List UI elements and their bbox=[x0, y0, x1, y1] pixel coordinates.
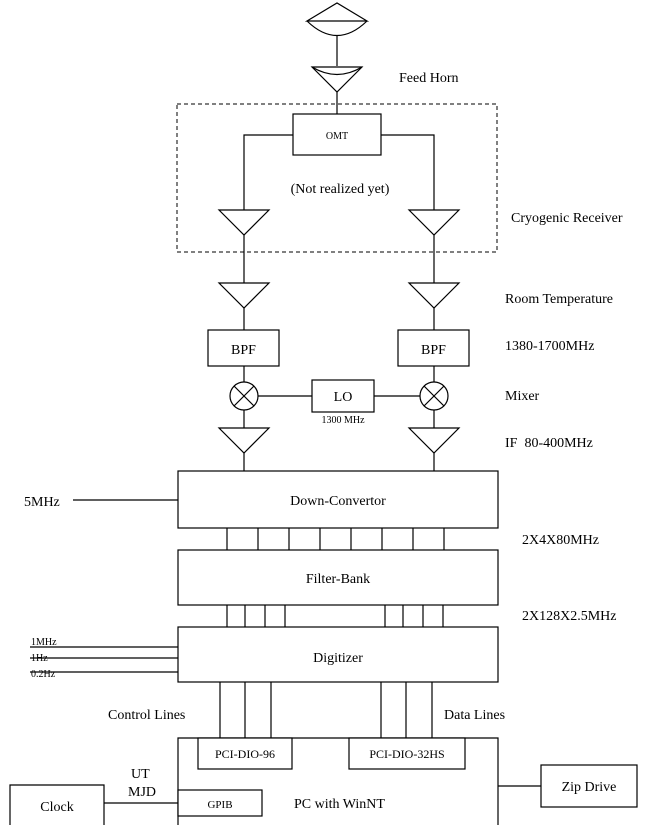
ut-label: UT bbox=[131, 767, 150, 782]
pci-dio-96-label: PCI-DIO-96 bbox=[215, 747, 275, 761]
gpib-label: GPIB bbox=[207, 799, 232, 811]
mixer-left-icon bbox=[229, 381, 259, 411]
pci-dio-32hs-box bbox=[348, 737, 466, 770]
gpib-box bbox=[177, 789, 263, 817]
bpf-band-label: 1380-1700MHz bbox=[505, 339, 594, 354]
bpf-right-box bbox=[397, 329, 470, 367]
cryo-amp-left-icon bbox=[217, 209, 271, 236]
feed-horn-label: Feed Horn bbox=[399, 71, 459, 86]
cryo-amp-right-icon bbox=[407, 209, 461, 236]
down-convertor-box bbox=[177, 470, 499, 529]
if-band-label: IF 80-400MHz bbox=[505, 436, 593, 451]
lo-box bbox=[311, 379, 375, 413]
feed-horn-icon bbox=[310, 66, 364, 114]
if-amp-left-icon bbox=[217, 427, 271, 454]
bpf-left-label: BPF bbox=[231, 343, 256, 358]
down-convertor-label: Down-Convertor bbox=[290, 494, 386, 509]
filter-bank-output-label: 2X128X2.5MHz bbox=[522, 609, 617, 624]
room-temperature-label: Room Temperature bbox=[505, 292, 613, 307]
control-lines-bus bbox=[219, 682, 272, 738]
zip-drive-box bbox=[540, 764, 638, 808]
down-convertor-output-label: 2X4X80MHz bbox=[522, 533, 599, 548]
control-lines-label: Control Lines bbox=[108, 708, 185, 723]
mixer-label: Mixer bbox=[505, 389, 540, 404]
digitizer-label: Digitizer bbox=[313, 651, 363, 666]
pc-label: PC with WinNT bbox=[294, 797, 385, 812]
clock-label: Clock bbox=[40, 800, 73, 815]
omt-left-line bbox=[243, 134, 293, 210]
pc-enclosure bbox=[177, 737, 499, 825]
filter-bank-label: Filter-Bank bbox=[306, 572, 370, 587]
cryogenic-receiver-label: Cryogenic Receiver bbox=[511, 211, 623, 226]
ref-5mhz-label: 5MHz bbox=[24, 495, 60, 510]
data-lines-label: Data Lines bbox=[444, 708, 505, 723]
mjd-label: MJD bbox=[128, 785, 156, 800]
clock-1mhz-label: 1MHz bbox=[31, 637, 57, 648]
mixer-right-icon bbox=[419, 381, 449, 411]
cryogenic-receiver-boundary bbox=[176, 103, 498, 253]
lo-label: LO bbox=[334, 390, 353, 405]
filterbank-digitizer-bus bbox=[226, 605, 444, 627]
bpf-right-label: BPF bbox=[421, 343, 446, 358]
omt-label: OMT bbox=[326, 131, 348, 142]
omt-right-line bbox=[381, 134, 435, 210]
digitizer-box bbox=[177, 626, 499, 683]
antenna-dish-icon bbox=[304, 2, 370, 66]
bpf-left-box bbox=[207, 329, 280, 367]
dc-filterbank-bus bbox=[226, 528, 445, 550]
room-temp-amp-left-icon bbox=[217, 282, 271, 309]
lo-frequency-label: 1300 MHz bbox=[321, 415, 365, 426]
filter-bank-box bbox=[177, 549, 499, 606]
pci-dio-96-box bbox=[197, 737, 293, 770]
data-lines-bus bbox=[380, 682, 433, 738]
clock-02hz-label: 0.2Hz bbox=[31, 669, 56, 680]
not-realized-note: (Not realized yet) bbox=[291, 182, 390, 197]
room-temp-amp-right-icon bbox=[407, 282, 461, 309]
pci-dio-32hs-label: PCI-DIO-32HS bbox=[369, 747, 444, 761]
if-amp-right-icon bbox=[407, 427, 461, 454]
clock-box bbox=[9, 784, 105, 825]
zip-drive-label: Zip Drive bbox=[562, 780, 617, 795]
